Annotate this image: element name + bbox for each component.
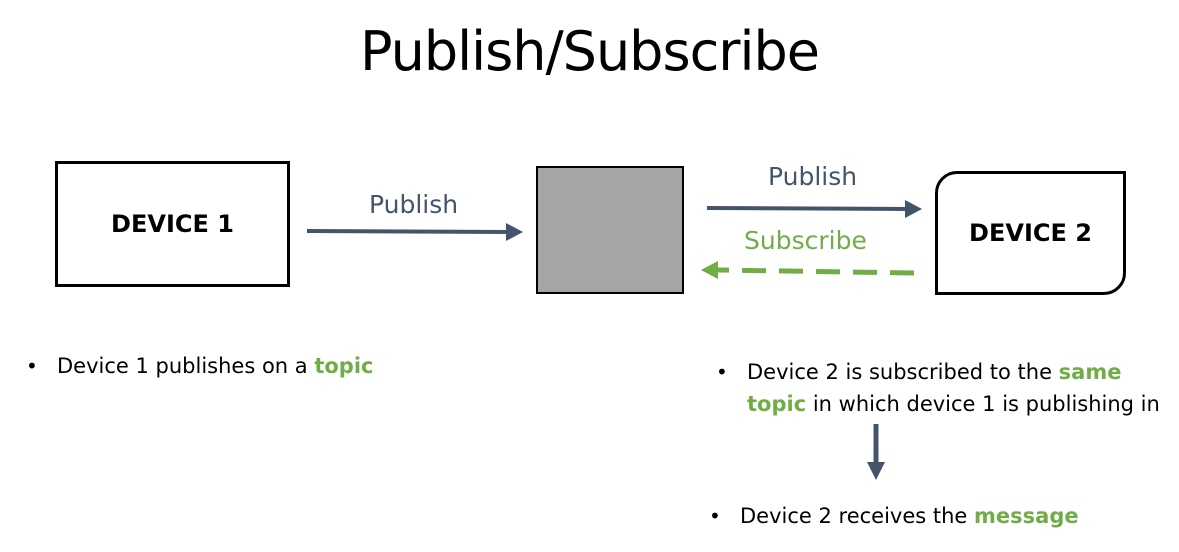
bullet-device2-receives: • Device 2 receives the message (709, 500, 1079, 532)
bullet-device2-subscribed: • Device 2 is subscribed to the same topi… (716, 356, 1179, 420)
highlight-topic: topic (314, 354, 374, 378)
bullet-text-continued: in which device 1 is publishing in (806, 392, 1160, 416)
highlight-topic: topic (747, 392, 807, 416)
bullet-dot: • (26, 354, 38, 378)
publish-arrow-2 (706, 200, 922, 218)
broker-box (536, 166, 684, 294)
bullet-device1-publishes: • Device 1 publishes on a topic (26, 350, 374, 382)
bullet-text: Device 2 receives the (740, 504, 975, 528)
device-2-box: DEVICE 2 (935, 171, 1126, 295)
bullet-text: Device 1 publishes on a (57, 354, 315, 378)
bullet-dot: • (709, 504, 721, 528)
publish-label-device2: Publish (768, 162, 858, 191)
publish-label-device1: Publish (369, 190, 459, 219)
device-1-box: DEVICE 1 (55, 161, 290, 287)
page-title: Publish/Subscribe (360, 20, 820, 83)
bullet-dot: • (716, 360, 728, 384)
highlight-message: message (974, 504, 1079, 528)
bullet-text: Device 2 is subscribed to the (747, 360, 1059, 384)
down-arrow (867, 424, 885, 480)
publish-arrow-1 (306, 223, 523, 241)
highlight-same: same (1058, 360, 1122, 384)
subscribe-arrow (701, 261, 915, 279)
subscribe-label: Subscribe (744, 226, 867, 255)
